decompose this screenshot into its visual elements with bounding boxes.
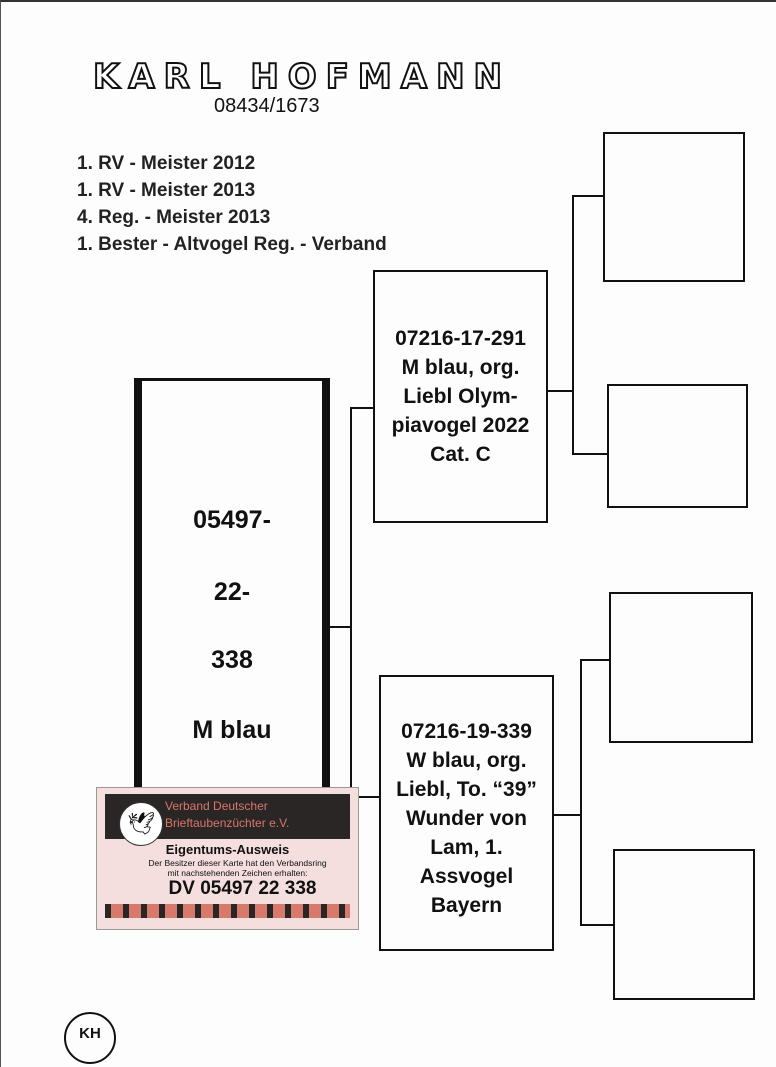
card-text: Der Besitzer dieser Karte hat den Verban…	[117, 858, 358, 878]
card-pattern-band	[105, 904, 350, 918]
card-org-line: Verband Deutscher	[165, 799, 268, 813]
sire-line: Cat. C	[430, 443, 491, 466]
connector	[580, 659, 582, 926]
card-org-line: Brieftaubenzüchter e.V.	[165, 816, 290, 830]
grandparent-box-empty	[607, 384, 748, 508]
connector	[547, 390, 573, 392]
card-header: 🕊 Verband Deutscher Brieftaubenzüchter e…	[105, 794, 350, 846]
dam-box: 07216-19-339 W blau, org. Liebl, To. “39…	[379, 675, 554, 951]
connector	[350, 407, 373, 409]
grandparent-box-empty	[603, 132, 745, 282]
kh-logo: KH	[64, 1012, 116, 1064]
breeder-name-logo: KARL HOFMANN	[92, 56, 511, 98]
connector	[330, 626, 351, 628]
connector	[350, 407, 352, 798]
connector	[350, 796, 379, 798]
dam-line: 07216-19-339	[401, 719, 532, 743]
connector	[572, 453, 607, 455]
dam-line: Assvogel	[419, 864, 514, 888]
bird-line: 22-	[213, 578, 251, 606]
breeder-phone: 08434/1673	[214, 95, 320, 117]
connector	[572, 195, 574, 455]
grandparent-box-empty	[613, 849, 755, 1000]
dam-line: Liebl, To. “39”	[396, 777, 537, 801]
card-org: Verband Deutscher Brieftaubenzüchter e.V…	[165, 798, 289, 832]
bird-line: 05497-	[193, 506, 271, 534]
connector	[553, 814, 581, 816]
sire-line: M blau, org.	[401, 356, 520, 379]
achievement: 1. Bester - Altvogel Reg. - Verband	[77, 234, 387, 255]
achievements-list: 1. RV - Meister 2012 1. RV - Meister 201…	[77, 150, 387, 258]
dam-line: W blau, org.	[406, 748, 527, 772]
bird-line: 338	[211, 646, 253, 674]
achievement: 1. RV - Meister 2012	[77, 153, 256, 174]
ring-number: DV 05497 22 338	[168, 878, 317, 899]
connector	[580, 659, 609, 661]
grandparent-box-empty	[609, 592, 753, 743]
sire-line: 07216-17-291	[395, 327, 526, 350]
sire-box: 07216-17-291 M blau, org. Liebl Olym- pi…	[373, 270, 548, 523]
dam-line: Lam, 1.	[430, 835, 503, 859]
ownership-card: 🕊 Verband Deutscher Brieftaubenzüchter e…	[96, 787, 359, 930]
achievement: 1. RV - Meister 2013	[77, 180, 256, 201]
sire-line: piavogel 2022	[391, 414, 530, 437]
card-text-line: Der Besitzer dieser Karte hat den Verban…	[148, 858, 327, 868]
bird-line: M blau	[192, 716, 272, 744]
sire-line: Liebl Olym-	[403, 385, 518, 408]
achievement: 4. Reg. - Meister 2013	[77, 207, 271, 228]
dam-line: Wunder von	[406, 806, 527, 830]
connector	[580, 924, 613, 926]
card-text-line: mit nachstehenden Zeichen erhalten:	[167, 868, 308, 878]
dam-line: Bayern	[430, 893, 503, 917]
bird-box: 05497- 22- 338 M blau	[134, 378, 330, 808]
pigeon-seal-icon: 🕊	[119, 802, 163, 846]
card-title: Eigentums-Ausweis	[165, 842, 290, 857]
connector	[572, 195, 603, 197]
